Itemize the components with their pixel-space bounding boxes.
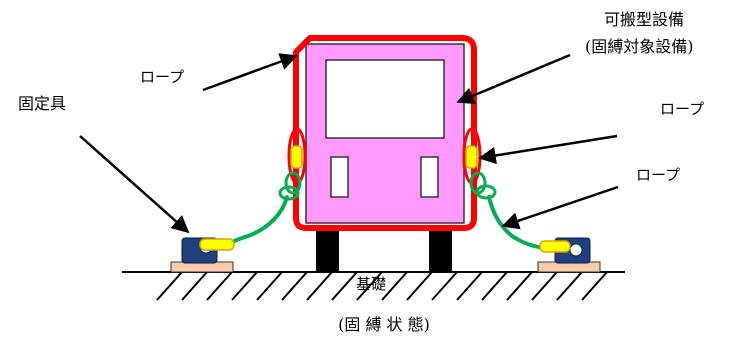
arrow-rope-right-upper <box>478 134 618 165</box>
green-rope-left <box>226 195 289 246</box>
label-equipment-line1: 可搬型設備 <box>604 10 684 29</box>
arrow-equipment <box>456 53 571 104</box>
left-attachment <box>278 127 307 201</box>
equipment-slot-left <box>330 156 349 198</box>
right-attachment <box>462 127 497 200</box>
arrow-rope-top-left <box>202 53 298 92</box>
label-rope-right-upper: ロープ <box>660 100 704 118</box>
fixture-right <box>537 237 601 273</box>
portable-equipment <box>305 43 465 224</box>
arrow-fixture <box>79 135 190 234</box>
label-caption: (固 縛 状 態) <box>338 315 430 334</box>
label-rope-top-left: ロープ <box>140 68 184 86</box>
equipment-leg-left <box>316 230 339 272</box>
fixture-left <box>170 237 235 273</box>
arrow-rope-right-lower <box>501 185 619 230</box>
label-foundation: 基礎 <box>356 275 386 293</box>
equipment-leg-right <box>429 230 452 272</box>
equipment-slot-right <box>420 156 439 198</box>
label-rope-right-lower: ロープ <box>636 166 680 184</box>
rope-frame <box>293 35 477 231</box>
green-rope-right <box>487 195 547 250</box>
label-fixture: 固定具 <box>18 94 66 113</box>
equipment-window <box>325 59 445 139</box>
label-equipment-line2: (固縛対象設備) <box>585 37 694 56</box>
